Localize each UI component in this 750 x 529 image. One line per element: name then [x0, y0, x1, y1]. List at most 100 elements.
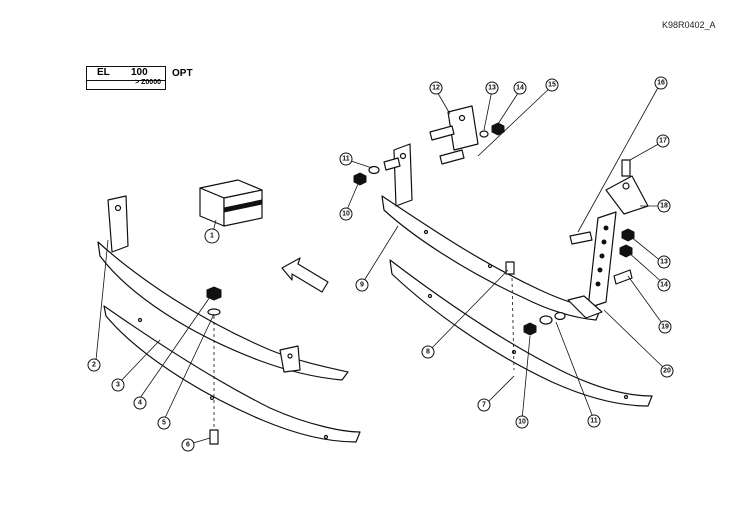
- svg-text:10: 10: [342, 211, 350, 218]
- svg-text:10: 10: [518, 419, 526, 426]
- bracket-hole-2: [601, 239, 607, 245]
- nut-13-right: [621, 228, 635, 242]
- svg-text:11: 11: [590, 418, 598, 425]
- callout-3: 3: [111, 378, 125, 392]
- callout-18: 18: [657, 199, 671, 213]
- left-blade-rear-tab: [279, 345, 301, 373]
- callout-6: 6: [181, 438, 195, 452]
- bolt-16: [569, 231, 593, 245]
- leader-lines: [95, 83, 667, 445]
- nut-10-top: [353, 172, 367, 186]
- svg-text:6: 6: [186, 442, 190, 449]
- left-lower-blade: [103, 305, 361, 443]
- model-name: EL: [97, 67, 110, 78]
- drawing-id: K98R0402_A: [662, 20, 716, 30]
- model-number: 100: [131, 67, 148, 78]
- callout-10-bottom: 10: [515, 415, 529, 429]
- left-upright-hole: [114, 204, 122, 212]
- svg-text:8: 8: [426, 349, 430, 356]
- box-stripe: [223, 199, 263, 213]
- svg-text:13: 13: [488, 85, 496, 92]
- right-upper-hole-a: [423, 229, 429, 235]
- bolt-15: [439, 149, 465, 165]
- plate-12-hole: [458, 114, 466, 122]
- callout-5: 5: [157, 416, 171, 430]
- callout-14-top: 14: [513, 81, 527, 95]
- washer-bottom-2: [554, 311, 566, 321]
- callout-19: 19: [658, 320, 672, 334]
- svg-text:14: 14: [660, 282, 668, 289]
- right-lower-hole-c: [623, 394, 629, 400]
- right-upper-blade: [381, 195, 601, 321]
- svg-text:15: 15: [548, 82, 556, 89]
- bracket-hole-1: [603, 225, 609, 231]
- callout-8: 8: [421, 345, 435, 359]
- bolt-12: [429, 125, 455, 141]
- clamp-hole: [622, 182, 630, 190]
- svg-text:16: 16: [657, 80, 665, 87]
- callout-20: 20: [660, 364, 674, 378]
- top-plate-12: [447, 105, 479, 151]
- svg-text:1: 1: [210, 233, 214, 240]
- bracket-hole-5: [595, 281, 601, 287]
- adjusting-bracket: [587, 211, 617, 309]
- left-lower-hole-a: [137, 317, 143, 323]
- callout-13-right: 13: [657, 255, 671, 269]
- svg-text:17: 17: [659, 138, 667, 145]
- svg-text:14: 14: [516, 85, 524, 92]
- svg-text:5: 5: [162, 420, 166, 427]
- right-lower-blade: [389, 259, 653, 407]
- bracket-hole-4: [597, 267, 603, 273]
- callout-11-bottom: 11: [587, 414, 601, 428]
- callout-4: 4: [133, 396, 147, 410]
- callout-1: 1: [204, 228, 220, 244]
- direction-arrow-icon: [281, 257, 329, 293]
- svg-text:11: 11: [342, 156, 350, 163]
- svg-text:19: 19: [661, 324, 669, 331]
- nut-10-bottom: [523, 322, 537, 336]
- callout-14-right: 14: [657, 278, 671, 292]
- bracket-hole-3: [599, 253, 605, 259]
- left-washer: [207, 308, 221, 316]
- model-code-box: EL 100 > Z0000: [86, 66, 166, 90]
- left-lower-hole-b: [209, 395, 215, 401]
- svg-text:20: 20: [663, 368, 671, 375]
- callout-15: 15: [545, 78, 559, 92]
- svg-text:7: 7: [482, 402, 486, 409]
- option-label: OPT: [172, 68, 193, 79]
- bracket-foot: [567, 295, 603, 319]
- model-code-top: EL 100: [86, 66, 166, 81]
- svg-text:9: 9: [360, 282, 364, 289]
- callout-9: 9: [355, 278, 369, 292]
- washer-13-top: [479, 130, 489, 138]
- callout-13-top: 13: [485, 81, 499, 95]
- callout-2: 2: [87, 358, 101, 372]
- callout-16: 16: [654, 76, 668, 90]
- left-blade-upright: [107, 195, 129, 253]
- svg-text:4: 4: [138, 400, 142, 407]
- svg-text:3: 3: [116, 382, 120, 389]
- serial-range-text: > Z0000: [135, 79, 161, 86]
- left-rear-tab-hole: [287, 353, 293, 359]
- svg-text:13: 13: [660, 259, 668, 266]
- bolt-19: [613, 269, 633, 285]
- left-upper-blade: [97, 241, 349, 381]
- bolt-17: [621, 159, 631, 177]
- top-clamp-plate: [605, 175, 649, 215]
- right-upper-hole-b: [487, 263, 493, 269]
- svg-text:2: 2: [92, 362, 96, 369]
- callout-7: 7: [477, 398, 491, 412]
- nut-14-right: [619, 244, 633, 258]
- right-upright-hole: [399, 152, 407, 160]
- serial-range: > Z0000: [86, 79, 166, 90]
- left-bolt: [209, 429, 219, 445]
- callout-10-top: 10: [339, 207, 353, 221]
- right-lower-hole-a: [427, 293, 433, 299]
- nut-14-top: [491, 122, 505, 136]
- bolt-8: [505, 261, 515, 275]
- washer-11-bottom: [539, 315, 553, 325]
- callout-12: 12: [429, 81, 443, 95]
- bolt-stud-top: [383, 157, 401, 171]
- callout-17: 17: [656, 134, 670, 148]
